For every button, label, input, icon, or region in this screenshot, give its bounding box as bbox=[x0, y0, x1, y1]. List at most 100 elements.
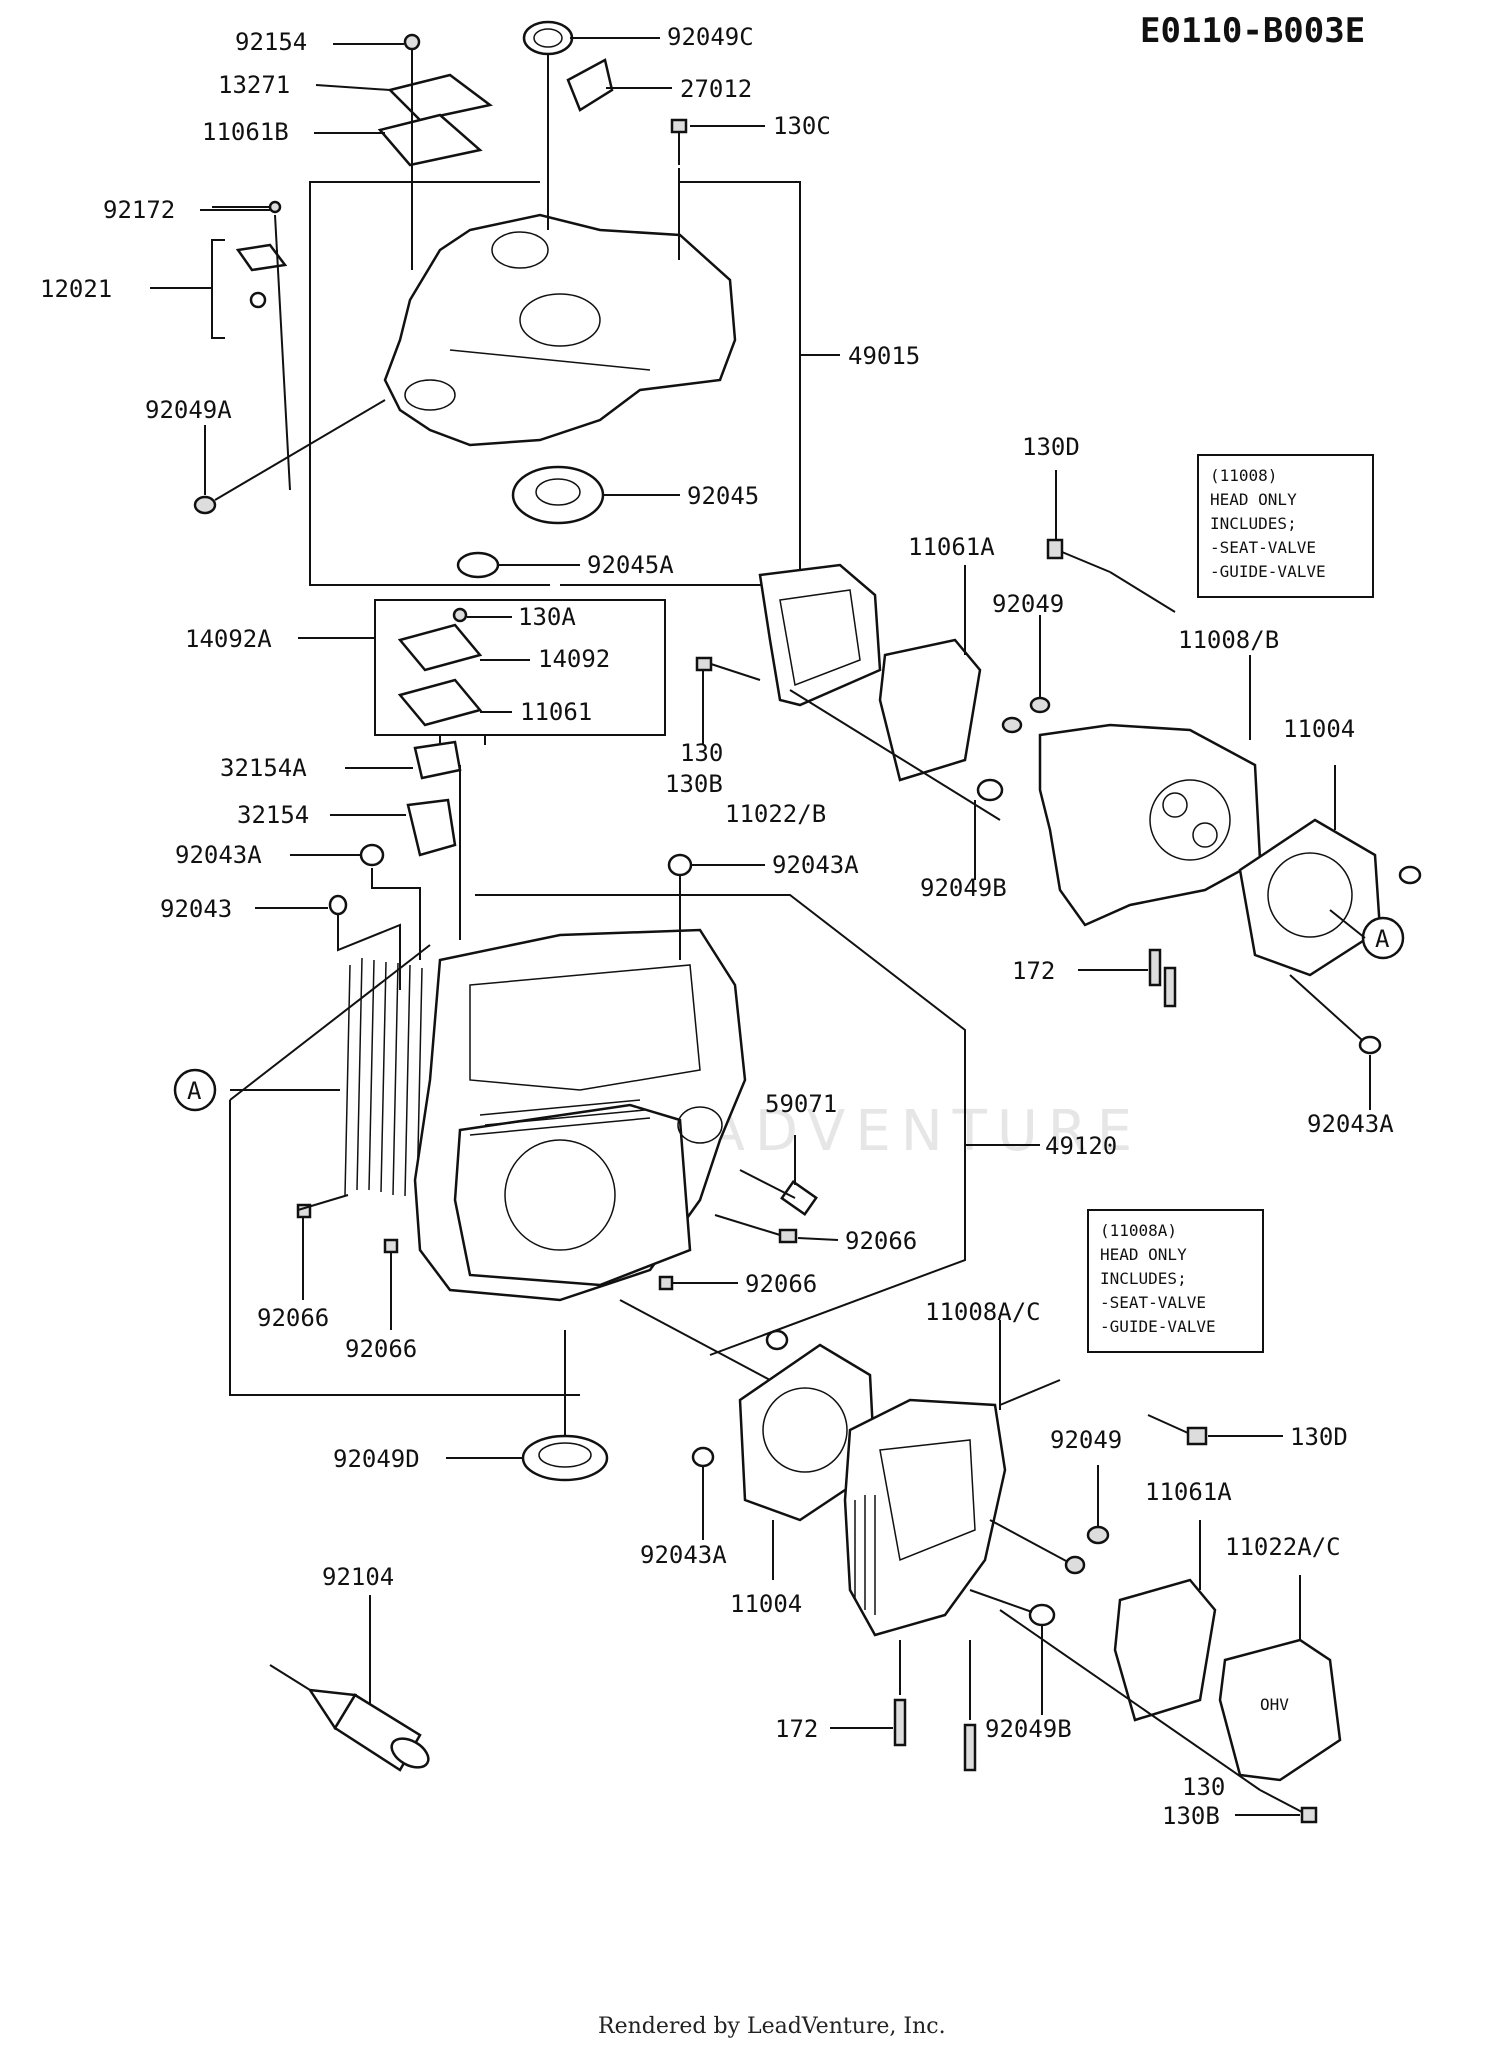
note-box-head bbox=[1197, 454, 1374, 598]
crankcase-49120[interactable] bbox=[344, 928, 747, 1302]
footer-credit: Rendered by LeadVenture, Inc. bbox=[598, 2014, 946, 2039]
dowel-92043A-right-1[interactable] bbox=[1398, 865, 1422, 885]
bolt-130D-top-head[interactable] bbox=[1046, 538, 1064, 560]
rocker-cover-11022B[interactable] bbox=[758, 563, 882, 707]
head-gasket-11004-bottom-bore bbox=[762, 1387, 848, 1473]
dowel-92043A-lower-2[interactable] bbox=[691, 1446, 715, 1468]
label-11061B: 11061B bbox=[202, 118, 289, 146]
callout-a-right-label: A bbox=[1375, 925, 1390, 953]
bracket-27012[interactable] bbox=[566, 58, 614, 112]
pin-92049-bottom-2[interactable] bbox=[1064, 1555, 1086, 1575]
label-49015: 49015 bbox=[848, 342, 920, 370]
bolt-130-top[interactable] bbox=[695, 656, 713, 672]
plug-92049A[interactable] bbox=[193, 495, 217, 515]
sealant-tube-92104[interactable] bbox=[269, 1664, 433, 1773]
label-92049B-top: 92049B bbox=[920, 874, 1007, 902]
screw-92172[interactable] bbox=[268, 200, 282, 214]
stud-172-top-1[interactable] bbox=[1148, 948, 1162, 987]
oil-seal-92049D[interactable] bbox=[521, 1434, 609, 1482]
breather-valve-12021[interactable] bbox=[235, 243, 288, 272]
bearing-92045[interactable] bbox=[511, 465, 605, 525]
dowel-92043A-mid[interactable] bbox=[667, 853, 693, 877]
sealant-tube-nozzle-base bbox=[307, 1688, 358, 1731]
oil-seal-92049C[interactable] bbox=[522, 20, 574, 56]
cylinder-bore bbox=[504, 1139, 616, 1251]
crankcase-cover[interactable] bbox=[383, 213, 737, 447]
plate-14092[interactable] bbox=[397, 623, 483, 672]
cover-bearing-bore bbox=[519, 293, 601, 347]
dowel-92043[interactable] bbox=[328, 894, 348, 916]
breather-cover-13271[interactable] bbox=[387, 73, 493, 122]
plug-92066-d[interactable] bbox=[658, 1275, 674, 1291]
bolt-130D-bottom-head[interactable] bbox=[1186, 1426, 1208, 1446]
crankcase-bracket-left bbox=[229, 1100, 580, 1396]
cylinder-head-11008AC[interactable] bbox=[843, 1398, 1007, 1637]
pin-92049B-bottom[interactable] bbox=[1028, 1603, 1056, 1627]
label-92154: 92154 bbox=[235, 28, 307, 56]
bolt-130D-top-shank bbox=[1061, 551, 1111, 573]
note-head-a-line-2: HEAD ONLY bbox=[1100, 1245, 1187, 1264]
plug-32154A[interactable] bbox=[413, 740, 462, 780]
dowel-92043A-left[interactable] bbox=[359, 843, 385, 867]
bearing-92045-inner bbox=[535, 478, 581, 506]
head-gasket-11004-top[interactable] bbox=[1238, 818, 1382, 977]
crankcase-cavity bbox=[469, 964, 701, 1091]
bolt-130-bottom[interactable] bbox=[1300, 1806, 1318, 1824]
label-92049-top: 92049 bbox=[992, 590, 1064, 618]
label-92172: 92172 bbox=[103, 196, 175, 224]
fitting-59071[interactable] bbox=[780, 1180, 818, 1216]
bolt-130C-head[interactable] bbox=[670, 118, 688, 134]
label-92043: 92043 bbox=[160, 895, 232, 923]
pin-92049-top[interactable] bbox=[1029, 696, 1051, 714]
valve-seat-2 bbox=[1192, 822, 1218, 848]
label-11004-top: 11004 bbox=[1283, 715, 1355, 743]
pin-92049B-top[interactable] bbox=[976, 778, 1004, 802]
screw-130A[interactable] bbox=[452, 607, 468, 623]
label-11008AC: 11008A/C bbox=[925, 1298, 1041, 1326]
note-head-line-4: -SEAT-VALVE bbox=[1210, 538, 1316, 557]
gasket-11061[interactable] bbox=[397, 678, 483, 727]
label-32154: 32154 bbox=[237, 801, 309, 829]
crankcase-cover-group bbox=[150, 20, 840, 586]
pin-92049-top-2[interactable] bbox=[1001, 716, 1023, 734]
label-92066-d: 92066 bbox=[745, 1270, 817, 1298]
label-130D-top: 130D bbox=[1022, 433, 1080, 461]
stud-172-bottom-2[interactable] bbox=[963, 1723, 977, 1772]
diagram-code: E0110-B003E bbox=[1140, 11, 1365, 51]
note-head-line-2: HEAD ONLY bbox=[1210, 490, 1297, 509]
note-head-a-line-5: -GUIDE-VALVE bbox=[1100, 1317, 1216, 1336]
screw-92154[interactable] bbox=[403, 33, 421, 51]
bolt-130D-bottom-shank bbox=[1147, 1414, 1189, 1434]
cover-rib bbox=[449, 349, 651, 371]
note-head-a-line-1: (11008A) bbox=[1100, 1221, 1177, 1240]
callout-a-left bbox=[173, 1068, 217, 1112]
rocker-cover-ohv-mark: OHV bbox=[1260, 1695, 1289, 1714]
label-92066-c: 92066 bbox=[845, 1227, 917, 1255]
crankcase-bracket-right bbox=[475, 894, 966, 1356]
label-59071: 59071 bbox=[765, 1090, 837, 1118]
plug-32154[interactable] bbox=[406, 798, 457, 857]
seal-92045A[interactable] bbox=[456, 551, 500, 579]
dowel-92043A-lower-1[interactable] bbox=[765, 1329, 789, 1351]
gasket-11061B[interactable] bbox=[377, 113, 483, 167]
lower-head-group: OHV bbox=[269, 1299, 1342, 1824]
rocker-cover-11022AC[interactable] bbox=[1218, 1638, 1342, 1782]
gasket-11061A-top[interactable] bbox=[878, 638, 982, 782]
label-11004-bottom: 11004 bbox=[730, 1590, 802, 1618]
label-92043A-bottom: 92043A bbox=[640, 1541, 727, 1569]
gasket-11061A-bottom[interactable] bbox=[1113, 1578, 1217, 1722]
plug-92066-b[interactable] bbox=[383, 1238, 399, 1254]
bracket-12021 bbox=[211, 239, 225, 339]
callout-a-right bbox=[1361, 916, 1405, 960]
pin-92049-bottom-1[interactable] bbox=[1086, 1525, 1110, 1545]
stud-172-top-2[interactable] bbox=[1163, 966, 1177, 1008]
label-92043A-mid: 92043A bbox=[772, 851, 859, 879]
plug-92066-c[interactable] bbox=[778, 1228, 798, 1244]
label-130C: 130C bbox=[773, 112, 831, 140]
stud-172-bottom-1[interactable] bbox=[893, 1698, 907, 1747]
upper-head-group: A bbox=[695, 470, 1422, 1110]
dowel-92043A-right-2[interactable] bbox=[1358, 1035, 1382, 1055]
label-92049C: 92049C bbox=[667, 23, 754, 51]
note-head-line-5: -GUIDE-VALVE bbox=[1210, 562, 1326, 581]
